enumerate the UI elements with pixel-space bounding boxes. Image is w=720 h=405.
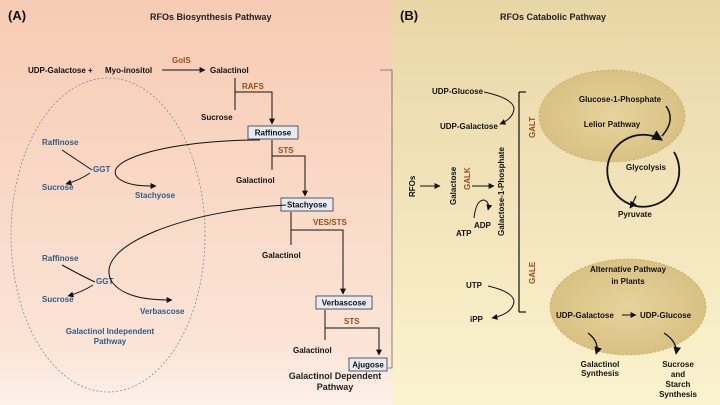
ggt1-curve-out	[65, 172, 91, 186]
gi-sucrose-1: Sucrose	[42, 183, 74, 192]
ajugose-box	[348, 357, 388, 372]
sts1-path	[271, 140, 308, 197]
alt-pathway-line1: Alternative Pathway	[590, 265, 667, 274]
verbascose-box	[315, 295, 373, 310]
stachyose-box-label: Stachyose	[287, 201, 328, 210]
glucose-1-phosphate-label: Glucose-1-Phosphate	[579, 95, 662, 104]
rfos-label: RFOs	[408, 175, 417, 197]
galactinol-top-label: Galactinol	[210, 66, 249, 75]
gols-enzyme: GolS	[172, 56, 191, 65]
ves-sts-enzyme: VES/STS	[313, 218, 347, 227]
gd-pathway-line1: Galactinol Dependent	[289, 371, 382, 381]
to-sucrose-starch-arrow	[663, 332, 681, 355]
ggt1-curve-in	[61, 149, 93, 171]
panel-a-label: (A)	[8, 8, 26, 23]
udp-galactose-label: UDP-Galactose +	[28, 66, 93, 75]
raffinose-box-label: Raffinose	[255, 129, 292, 138]
ipp-label: iPP	[470, 315, 484, 324]
ajugose-box-label: Ajugose	[352, 361, 384, 370]
gd-pathway-line2: Pathway	[317, 382, 354, 392]
alt-udp-galactose: UDP-Galactose	[556, 311, 614, 320]
to-galactinol-synthesis-arrow	[587, 332, 602, 355]
raffinose-to-stachyose	[114, 139, 261, 189]
sucrose-starch-line2: and	[671, 370, 685, 379]
stachyose-box	[280, 197, 334, 212]
rafs-enzyme: RAFS	[242, 82, 264, 91]
myo-inositol-label: Myo-inositol	[105, 66, 152, 75]
gi-pathway-line2: Pathway	[94, 337, 127, 346]
gi-sucrose-2: Sucrose	[42, 295, 74, 304]
pyruvate-label: Pyruvate	[618, 210, 652, 219]
sucrose-starch-line1: Sucrose	[662, 360, 694, 369]
rafs-path	[234, 78, 275, 125]
alternative-pathway-region	[549, 258, 707, 356]
utp-to-ipp	[487, 285, 515, 320]
panel-b-label: (B)	[400, 8, 418, 23]
atp-adp-curve	[473, 199, 493, 219]
galactinol-synthesis-line2: Synthesis	[581, 369, 619, 378]
alt-pathway-line2: in Plants	[611, 277, 645, 286]
catabolic-title: RFOs Catabolic Pathway	[500, 12, 606, 22]
udp-galactose-label-b: UDP-Galactose	[440, 122, 498, 131]
gale-enzyme: GALE	[528, 261, 537, 284]
gi-raffinose-1: Raffinose	[42, 138, 79, 147]
ggt1-enzyme: GGT	[93, 165, 110, 174]
sucrose-main-label: Sucrose	[201, 113, 233, 122]
glycolysis-cycle	[606, 130, 681, 208]
galactinol-2-label: Galactinol	[236, 176, 275, 185]
ggt2-curve-out	[67, 284, 94, 298]
ves-path	[290, 212, 346, 295]
sucrose-starch-line4: Synthesis	[659, 390, 697, 399]
galt-enzyme: GALT	[528, 117, 537, 138]
raffinose-box	[247, 125, 299, 140]
stachyose-to-verbascose	[108, 204, 287, 303]
sts2-enzyme: STS	[344, 317, 360, 326]
galactinol-synthesis-line1: Galactinol	[581, 360, 620, 369]
udp-glucose-label: UDP-Glucose	[432, 87, 484, 96]
verbascose-box-label: Verbascose	[322, 299, 367, 308]
gi-pathway-line1: Galactinol Independent	[66, 327, 155, 336]
galactinol-4-label: Galactinol	[293, 346, 332, 355]
glycolysis-label: Glycolysis	[626, 163, 667, 172]
sts1-enzyme: STS	[278, 146, 294, 155]
adp-label: ADP	[474, 221, 492, 230]
galactinol-independent-region	[10, 77, 206, 393]
gi-verbascose: Verbascose	[140, 307, 185, 316]
gi-stachyose: Stachyose	[135, 191, 176, 200]
lelior-pathway-label: Lelior Pathway	[584, 120, 641, 129]
atp-label: ATP	[456, 229, 472, 238]
gi-raffinose-2: Raffinose	[42, 254, 79, 263]
galactose-label: Galactose	[449, 166, 458, 205]
biosynthesis-title: RFOs Biosynthesis Pathway	[150, 12, 272, 22]
alt-udp-glucose: UDP-Glucose	[640, 311, 692, 320]
utp-label: UTP	[466, 281, 483, 290]
to-pyruvate-arrow	[629, 195, 637, 209]
g1p-to-glycolysis	[661, 105, 671, 137]
panel-bracket	[380, 69, 393, 369]
galactose-1-phosphate-vertical: Galactose-1-Phosphate	[497, 147, 506, 236]
galk-enzyme: GALK	[463, 167, 472, 190]
ggt2-enzyme: GGT	[96, 277, 113, 286]
sts2-path	[324, 310, 382, 356]
lelior-region	[538, 69, 686, 163]
ggt2-curve-in	[61, 264, 96, 283]
galactinol-3-label: Galactinol	[262, 251, 301, 260]
udp-glucose-to-udp-galactose	[483, 91, 515, 125]
sucrose-starch-line3: Starch	[666, 380, 691, 389]
